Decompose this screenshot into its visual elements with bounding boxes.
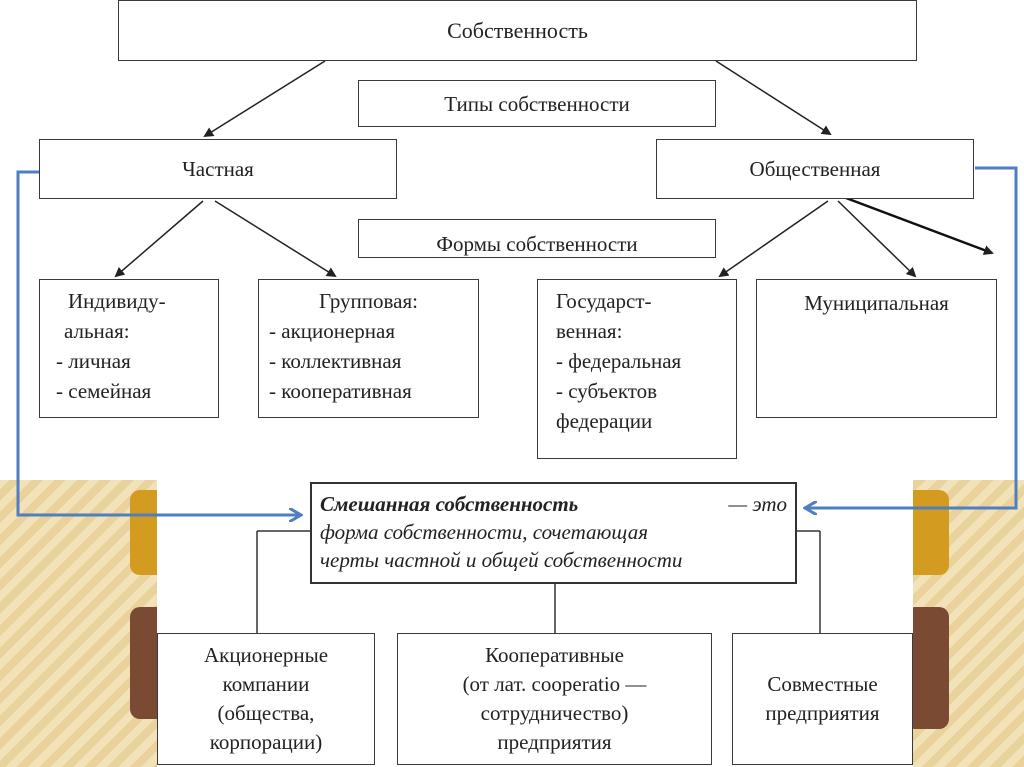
list-item: - личная: [56, 349, 131, 373]
municipal-label: Муниципальная: [804, 291, 949, 315]
mixed-def-2: форма собственности, сочетающая: [320, 520, 648, 544]
list-item: - коллективная: [269, 349, 402, 373]
example-line: предприятия: [765, 701, 880, 725]
arrow-to-state: [718, 200, 829, 278]
state-title-2: венная:: [556, 319, 623, 343]
joint-stock-box: Акционерные компании (общества, корпорац…: [157, 633, 375, 765]
example-line: (общества,: [217, 701, 315, 725]
joint-venture-box: Совместные предприятия: [732, 633, 913, 765]
mixed-def-1: — это: [728, 492, 787, 516]
list-item: - кооперативная: [269, 379, 412, 403]
private-box: Частная: [39, 139, 397, 199]
mixed-ownership-box: Смешанная собственность — это форма собс…: [310, 482, 797, 584]
blue-connector-left: [16, 170, 300, 515]
example-line: компании: [222, 672, 310, 696]
example-line: корпорации): [209, 730, 323, 754]
private-label: Частная: [182, 157, 254, 181]
municipal-box: Муниципальная: [756, 279, 997, 418]
individual-title-2: альная:: [64, 319, 130, 343]
arrow-to-group: [214, 200, 337, 278]
list-item: федерации: [556, 409, 653, 433]
individual-box: Индивиду- альная: - личная - семейная: [39, 279, 219, 418]
extra-arrow: [845, 196, 994, 255]
cooperative-box: Кооперативные (от лат. cooperatio — сотр…: [397, 633, 712, 765]
arrow-to-individual: [114, 200, 204, 278]
types-label: Типы собственности: [444, 91, 630, 116]
forms-label: Формы собственности: [436, 232, 638, 256]
example-line: предприятия: [497, 730, 612, 754]
example-line: (от лат. cooperatio —: [462, 672, 647, 696]
types-label-box: Типы собственности: [358, 80, 716, 127]
individual-title-1: Индивиду-: [68, 289, 166, 313]
list-item: - семейная: [56, 379, 152, 403]
state-box: Государст- венная: - федеральная - субъе…: [537, 279, 737, 459]
example-line: Совместные: [767, 672, 878, 696]
state-title-1: Государст-: [556, 289, 652, 313]
example-line: Кооперативные: [485, 643, 624, 667]
arrow-to-public: [715, 60, 832, 136]
group-title: Групповая:: [319, 289, 418, 313]
example-line: сотрудничество): [480, 701, 629, 725]
arrow-to-municipal: [837, 200, 917, 278]
mixed-def-3: черты частной и общей собственности: [320, 548, 683, 572]
public-box: Общественная: [656, 139, 974, 199]
mixed-term: Смешанная собственность: [320, 492, 579, 516]
list-item: - субъектов: [556, 379, 658, 403]
list-item: - федеральная: [556, 349, 682, 373]
arrow-to-private: [203, 60, 326, 138]
example-line: Акционерные: [203, 643, 329, 667]
list-item: - акционерная: [269, 319, 396, 343]
forms-label-box: Формы собственности: [358, 219, 716, 258]
blue-connector-right: [806, 166, 1018, 508]
root-ownership-label: Собственность: [447, 17, 588, 43]
group-box: Групповая: - акционерная - коллективная …: [258, 279, 479, 418]
public-label: Общественная: [749, 157, 881, 181]
root-ownership-box: Собственность: [118, 0, 917, 61]
